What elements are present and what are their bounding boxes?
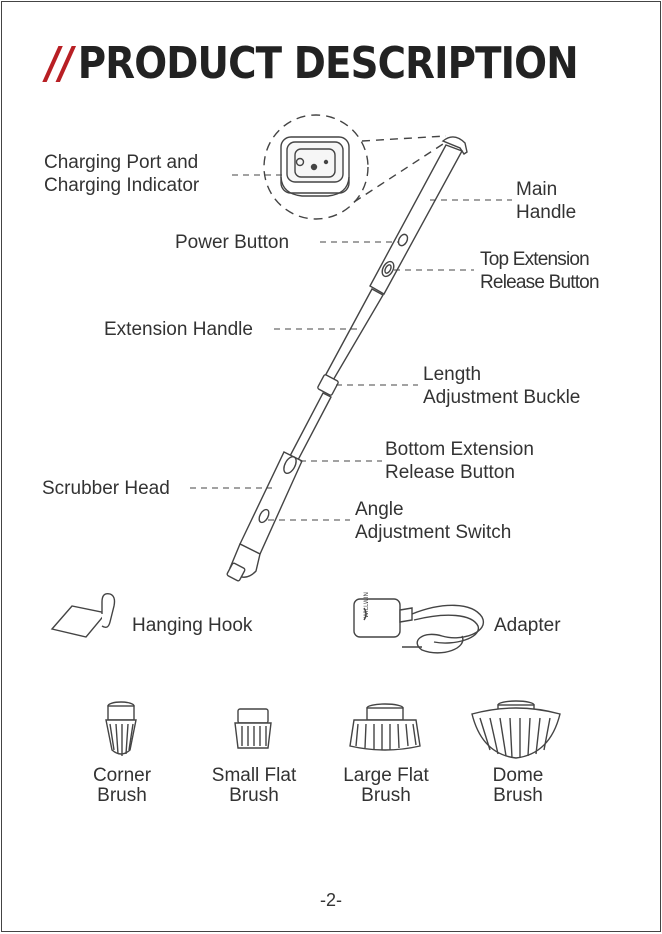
extension-handle-illustration	[289, 288, 384, 461]
leader-lines	[190, 174, 512, 521]
label-small-flat-brush: Small Flat Brush	[211, 765, 297, 806]
label-extension-handle: Extension Handle	[104, 319, 253, 340]
adapter-icon	[353, 598, 485, 654]
adapter-brand: WILLWIN	[363, 592, 370, 618]
title-slashes: //	[46, 38, 73, 89]
small-flat-brush-icon	[234, 708, 272, 749]
title-text: PRODUCT DESCRIPTION	[77, 38, 579, 89]
label-power-button: Power Button	[175, 232, 290, 253]
scrubber-head-illustration	[226, 451, 303, 582]
label-angle-switch: Angle Adjustment Switch	[355, 499, 512, 543]
main-handle-illustration	[369, 136, 468, 295]
label-corner-brush: Corner Brush	[92, 765, 152, 806]
label-bottom-extension: Bottom Extension Release Button	[385, 439, 534, 483]
charging-port-zoom	[263, 114, 447, 220]
label-top-extension: Top Extension Release Button	[480, 249, 600, 293]
label-scrubber-head: Scrubber Head	[42, 478, 170, 499]
page-title: //PRODUCT DESCRIPTION	[46, 38, 579, 89]
corner-brush-icon	[105, 701, 137, 756]
dome-brush-icon	[471, 700, 561, 759]
label-adapter: Adapter	[494, 615, 561, 636]
large-flat-brush-icon	[349, 703, 421, 751]
label-main-handle: Main Handle	[516, 179, 577, 223]
page-number: -2-	[320, 890, 342, 910]
label-charging-port: Charging Port and Charging Indicator	[44, 152, 200, 196]
label-hanging-hook: Hanging Hook	[132, 615, 253, 636]
hanging-hook-icon	[50, 592, 116, 638]
label-length-buckle: Length Adjustment Buckle	[423, 364, 581, 408]
label-dome-brush: Dome Brush	[492, 765, 544, 806]
label-large-flat-brush: Large Flat Brush	[343, 765, 429, 806]
